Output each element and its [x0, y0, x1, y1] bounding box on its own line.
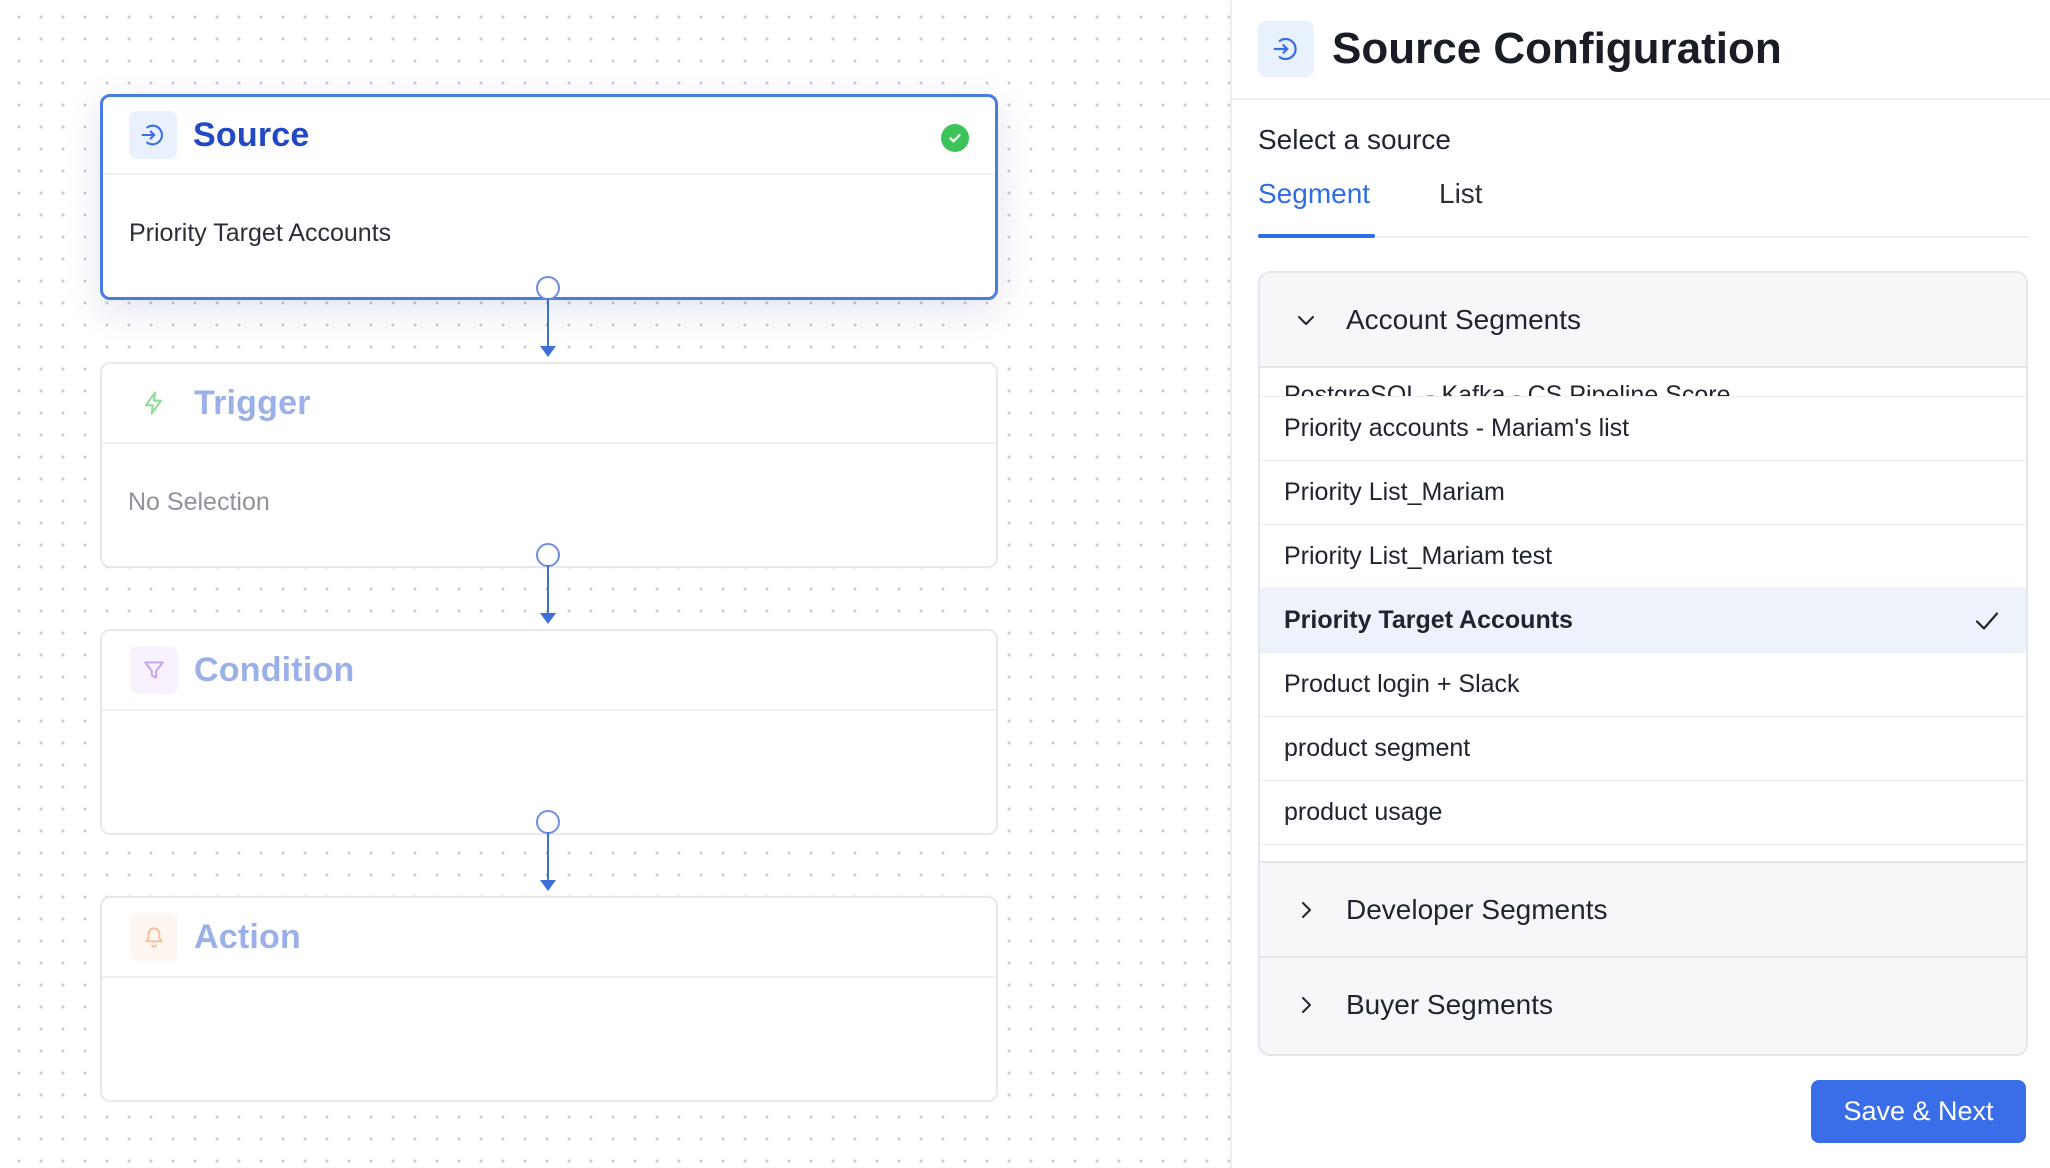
- source-config-panel: Source Configuration Select a source Seg…: [1230, 0, 2050, 1168]
- flow-canvas[interactable]: Source Priority Target Accounts Trigger …: [0, 0, 1230, 1168]
- list-item-label: reodev: [1284, 862, 1360, 863]
- arrow-down-icon: [540, 613, 556, 624]
- trigger-card[interactable]: Trigger No Selection: [100, 362, 998, 568]
- trigger-card-title: Trigger: [194, 383, 311, 422]
- accordion-label: Developer Segments: [1346, 893, 1608, 925]
- source-card-value: Priority Target Accounts: [129, 219, 392, 247]
- trigger-card-header: Trigger: [102, 364, 996, 444]
- panel-header: Source Configuration: [1232, 0, 2050, 100]
- list-item-label: Product login + Slack: [1284, 670, 1520, 698]
- trigger-card-value: No Selection: [128, 488, 270, 516]
- tab-list[interactable]: List: [1439, 178, 1483, 209]
- segment-accordion: Account Segments PostgreSQL - Kafka - CS…: [1258, 271, 2028, 1056]
- lightning-icon: [130, 379, 178, 427]
- check-circle-icon: [941, 124, 969, 152]
- panel-title: Source Configuration: [1332, 24, 1782, 73]
- list-item-label: Priority Target Accounts: [1284, 606, 1573, 634]
- list-item[interactable]: Priority List_Mariam test: [1260, 525, 2026, 589]
- source-card-title: Source: [193, 115, 310, 154]
- connector-line: [547, 298, 549, 347]
- source-card-header: Source: [103, 97, 995, 175]
- list-item[interactable]: Priority List_Mariam: [1260, 461, 2026, 525]
- chevron-down-icon: [1292, 306, 1320, 334]
- arrow-down-icon: [540, 346, 556, 357]
- divider: [1260, 956, 2026, 958]
- connector-handle[interactable]: [536, 543, 560, 567]
- tab-segment[interactable]: Segment: [1258, 178, 1371, 209]
- action-card[interactable]: Action: [100, 896, 998, 1102]
- condition-card-header: Condition: [102, 631, 996, 711]
- bell-icon: [130, 913, 178, 961]
- accordion-buyer-segments[interactable]: Buyer Segments: [1260, 958, 2026, 1051]
- list-item-label: Priority List_Mariam: [1284, 478, 1505, 506]
- active-tab-indicator: [1258, 234, 1375, 238]
- connector-trigger-condition: [536, 543, 560, 625]
- connector-handle[interactable]: [536, 810, 560, 834]
- condition-card[interactable]: Condition: [100, 629, 998, 835]
- connector-handle[interactable]: [536, 276, 560, 300]
- condition-card-title: Condition: [194, 650, 355, 689]
- action-card-value: [102, 978, 996, 1022]
- list-item-label: product usage: [1284, 798, 1443, 826]
- list-item[interactable]: product usage: [1260, 781, 2026, 845]
- list-item[interactable]: reodev: [1260, 845, 2026, 863]
- arrow-down-icon: [540, 880, 556, 891]
- connector-line: [547, 832, 549, 881]
- accordion-account-segments[interactable]: Account Segments: [1260, 273, 2026, 366]
- list-item[interactable]: Product login + Slack: [1260, 653, 2026, 717]
- action-card-header: Action: [102, 898, 996, 978]
- list-item-label: product segment: [1284, 734, 1471, 762]
- login-arrow-icon: [129, 111, 177, 159]
- list-item[interactable]: PostgreSQL - Kafka - CS Pipeline Score: [1260, 368, 2026, 397]
- list-item-label: Priority List_Mariam test: [1284, 542, 1553, 570]
- list-item-selected[interactable]: Priority Target Accounts: [1260, 589, 2026, 653]
- accordion-developer-segments[interactable]: Developer Segments: [1260, 863, 2026, 956]
- action-card-title: Action: [194, 917, 301, 956]
- chevron-right-icon: [1292, 896, 1320, 924]
- list-item-label: PostgreSQL - Kafka - CS Pipeline Score: [1284, 381, 1731, 397]
- save-next-button[interactable]: Save & Next: [1811, 1080, 2026, 1143]
- select-source-label: Select a source: [1258, 124, 1451, 155]
- accordion-label: Buyer Segments: [1346, 988, 1553, 1020]
- account-segments-list[interactable]: PostgreSQL - Kafka - CS Pipeline Score P…: [1260, 366, 2026, 863]
- condition-card-value: [102, 711, 996, 755]
- source-card[interactable]: Source Priority Target Accounts: [100, 94, 998, 300]
- chevron-right-icon: [1292, 991, 1320, 1019]
- connector-line: [547, 565, 549, 614]
- list-item-label: Priority accounts - Mariam's list: [1284, 414, 1630, 442]
- source-tabs: Segment List: [1258, 172, 2028, 238]
- list-item[interactable]: Priority accounts - Mariam's list: [1260, 397, 2026, 461]
- list-item[interactable]: product segment: [1260, 717, 2026, 781]
- filter-funnel-icon: [130, 646, 178, 694]
- connector-source-trigger: [536, 276, 560, 358]
- accordion-label: Account Segments: [1346, 303, 1582, 335]
- checkmark-icon: [1974, 609, 2000, 640]
- connector-condition-action: [536, 810, 560, 892]
- login-arrow-icon: [1258, 21, 1314, 77]
